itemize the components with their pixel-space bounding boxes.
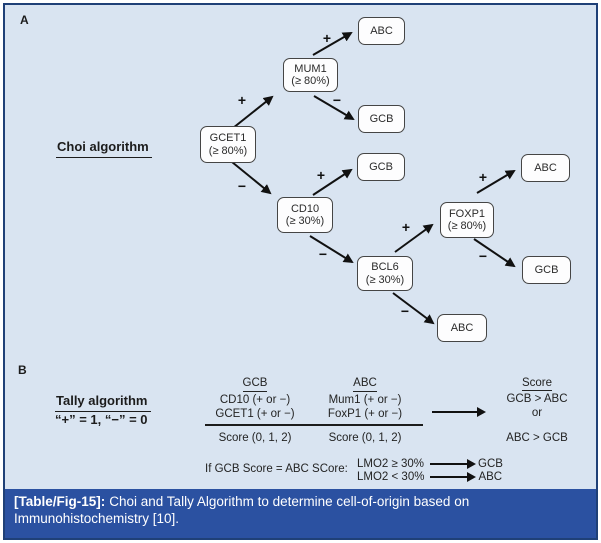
lmo2-low-test: LMO2 < 30% [357,470,425,483]
figure-frame: A Choi algorithm + + − − + − + [3,3,598,540]
edge-label-plus: + [317,167,325,183]
tie-arrow [430,471,477,482]
edge-label-plus: + [323,30,331,46]
lmo2-high-result: GCB [478,457,503,470]
tally-algorithm-title: Tally algorithm [55,393,151,412]
lmo2-high-test: LMO2 ≥ 30% [357,457,425,470]
panel-b-label: B [18,363,27,377]
arrow-foxp1-neg-gcb [473,238,516,268]
node-mum1-name: MUM1 [294,62,327,75]
abc-score-label: Score (0, 1, 2) [328,432,402,444]
node-bcl6: BCL6 (≥ 30%) [357,256,413,291]
gcb-column-row: GCET1 (+ or −) [215,408,295,420]
edge-label-plus: + [479,169,487,185]
node-cd10-threshold: (≥ 30%) [285,215,325,227]
choi-algorithm-title: Choi algorithm [56,139,152,158]
node-bcl6-threshold: (≥ 30%) [365,273,405,286]
node-mum1: MUM1 (≥ 80%) [283,58,338,92]
diagram-area: A Choi algorithm + + − − + − + [5,5,596,489]
arrow-bcl6-pos-foxp1 [394,223,434,253]
node-mum1-threshold: (≥ 80%) [291,75,330,87]
outcome-abc-from-bcl6: ABC [437,314,487,342]
outcome-gcb-from-mum1: GCB [358,105,405,133]
abc-column-header: ABC [353,376,377,392]
edge-label-minus: − [238,178,246,194]
outcome-gcb-from-foxp1: GCB [522,256,571,284]
edge-label-minus: − [401,303,409,319]
score-divider-line [205,424,423,426]
abc-column-row: Mum1 (+ or −) [328,393,402,406]
edge-label-minus: − [479,248,487,264]
score-line-abc-gt-gcb: ABC > GCB [506,432,568,444]
abc-column: ABC Mum1 (+ or −) FoxP1 (+ or −) [318,376,412,422]
score-arrow [432,407,486,417]
edge-label-minus: − [319,246,327,262]
gcb-score-label: Score (0, 1, 2) [218,432,292,444]
score-line-gcb-gt-abc: GCB > ABC [506,393,568,405]
score-line-or: or [531,407,543,419]
lmo2-low-result: ABC [478,470,503,483]
gcb-column-row: CD10 (+ or −) [219,393,291,406]
edge-label-plus: + [402,219,410,235]
edge-label-plus: + [238,92,246,108]
arrow-gcet1-neg-cd10 [231,161,272,195]
score-column: Score GCB > ABC or ABC > GCB [493,376,581,445]
node-bcl6-name: BCL6 [371,261,399,273]
flowchart-arrows: + + − − + − + − + − [231,30,516,325]
tally-scoring-rule: “+” = 1, “−” = 0 [55,412,148,427]
gcb-column: GCB CD10 (+ or −) GCET1 (+ or −) [208,376,302,422]
tie-rule-condition: If GCB Score = ABC SCore: [205,463,348,475]
node-cd10-name: CD10 [290,202,320,215]
arrow-bcl6-neg-abc [392,292,435,325]
abc-column-row: FoxP1 (+ or −) [327,408,403,420]
gcb-column-header: GCB [242,376,268,392]
score-column-header: Score [521,377,553,391]
caption-tag: [Table/Fig-15]: [14,494,106,509]
tie-arrow [430,458,477,469]
node-foxp1: FOXP1 (≥ 80%) [440,202,494,238]
caption-text: Choi and Tally Algorithm to determine ce… [14,494,470,526]
tie-rule-case-2: LMO2 < 30% ABC [357,470,502,483]
outcome-gcb-from-cd10: GCB [357,153,405,181]
outcome-abc-from-mum1: ABC [358,17,405,45]
arrow-cd10-neg-bcl6 [309,235,354,264]
node-gcet1: GCET1 (≥ 80%) [200,126,256,163]
arrow-gcet1-pos-mum1 [232,95,274,129]
tie-rule-case-1: LMO2 ≥ 30% GCB [357,457,503,470]
edge-label-minus: − [333,92,341,108]
node-foxp1-name: FOXP1 [448,207,486,220]
arrow-cd10-pos-gcb [312,168,353,196]
node-foxp1-threshold: (≥ 80%) [447,220,487,232]
arrow-mum1-pos-abc [312,31,353,56]
node-gcet1-name: GCET1 [209,132,247,144]
arrow-foxp1-pos-abc [476,169,516,194]
node-gcet1-threshold: (≥ 80%) [208,144,248,157]
figure-caption: [Table/Fig-15]:Choi and Tally Algorithm … [5,489,596,538]
outcome-abc-from-foxp1: ABC [521,154,570,182]
panel-a-label: A [20,13,29,27]
arrow-mum1-neg-gcb [313,95,355,121]
node-cd10: CD10 (≥ 30%) [277,197,333,233]
